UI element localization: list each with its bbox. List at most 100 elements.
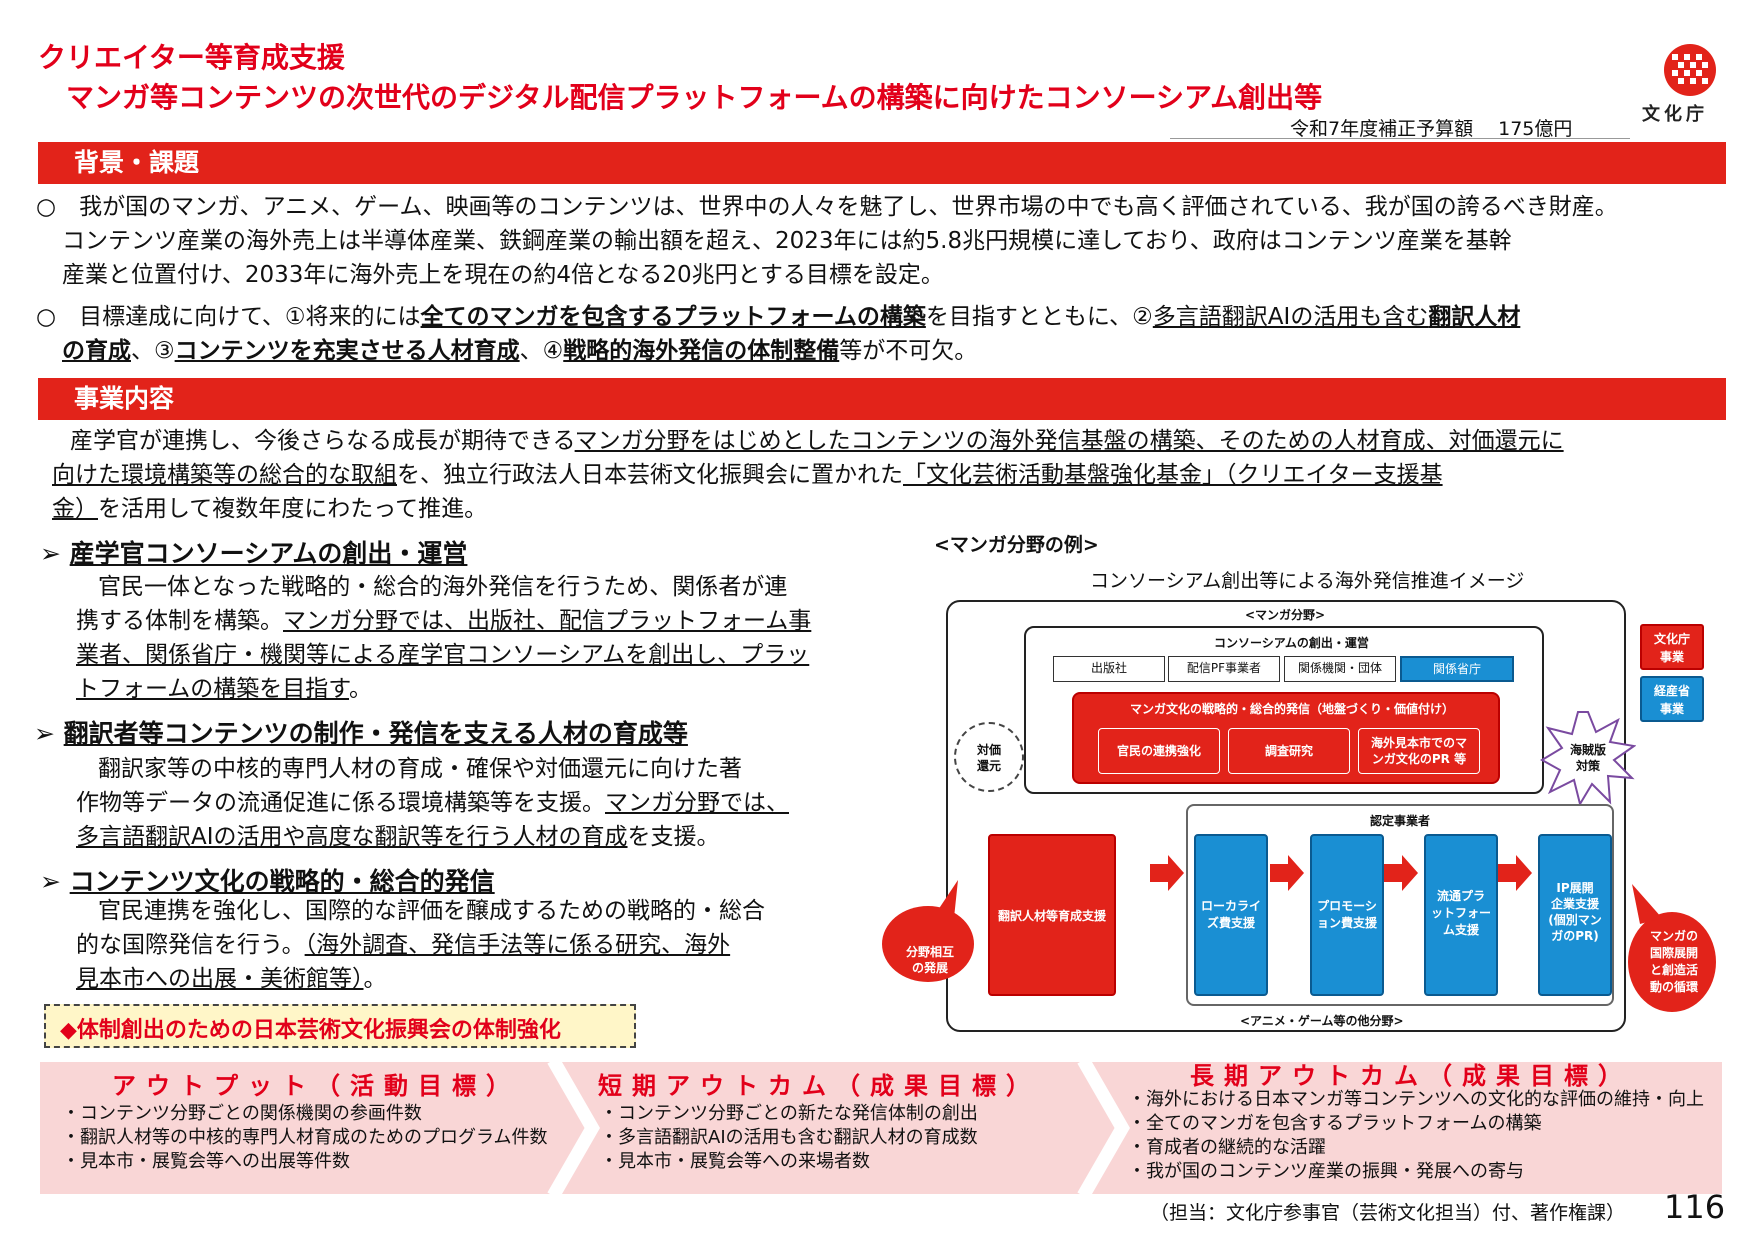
text-segment: マンガ分野では、出版社、配信プラットフォーム事 [283, 608, 812, 634]
business-item-heading-3: ➢ コンテンツ文化の戦略的・総合的発信 [40, 862, 495, 898]
piracy-label: 海賊版 対策 [1569, 743, 1606, 773]
value-return-circle: 対価 還元 [954, 722, 1024, 792]
text-segment: を支援。 [627, 824, 720, 850]
member-org: 関係機関・団体 [1284, 656, 1396, 682]
strategy-item-3: 海外見本市でのマ ンガ文化のPR 等 [1358, 728, 1480, 774]
flow-arrow-icon [1150, 855, 1184, 891]
text-segment: （海外調査、発信手法等に係る研究、海外 [304, 932, 731, 958]
outcome-chevrons [40, 1062, 1722, 1194]
flow-arrow-icon [1270, 855, 1304, 891]
list-item: ・見本市・展覧会等への出展等件数 [62, 1151, 350, 1172]
business-item-heading-2: ➢ 翻訳者等コンテンツの制作・発信を支える人材の育成等 [34, 714, 688, 750]
strategy-box [1072, 692, 1500, 784]
consortium-label: コンソーシアムの創出・運営 [1214, 636, 1369, 650]
bunkacho-logo: 文化庁 [1620, 40, 1730, 128]
mutual-speech-bubble-icon [882, 880, 974, 982]
item2-line1: 翻訳家等の中核的専門人材の育成・確保や対価還元に向けた著 [98, 756, 742, 782]
item2-line2: 作物等データの流通促進に係る環境構築等を支援。マンガ分野では、 [76, 786, 789, 820]
text-segment: ○ 目標達成に向けて、①将来的には [36, 304, 421, 330]
footer-contact: （担当：文化庁参事官（芸術文化担当）付、著作権課） [1150, 1202, 1626, 1224]
strategy-item-1: 官民の連携強化 [1098, 728, 1220, 774]
diagram-outer-frame [946, 600, 1626, 1032]
budget-amount: 令和7年度補正予算額 175億円 [1290, 118, 1573, 140]
list-item: ・海外における日本マンガ等コンテンツへの文化的な評価の維持・向上 [1128, 1089, 1704, 1110]
cycle-speech-bubble-icon [1628, 884, 1716, 1012]
arrow-bullet-icon: ➢ [34, 719, 64, 748]
member-publisher: 出版社 [1053, 656, 1165, 682]
text-segment: 見本市への出展・美術館等） [76, 966, 364, 992]
item3-line1: 官民連携を強化し、国際的な評価を醸成するための戦略的・総合 [98, 898, 765, 924]
text-segment: 携する体制を構築。 [76, 608, 283, 634]
text-segment: 作物等データの流通促進に係る環境構築等を支援。 [76, 790, 605, 816]
flow-localize-box: ローカライ ズ費支援 [1194, 834, 1268, 996]
list-item: ・育成者の継続的な活躍 [1128, 1137, 1326, 1158]
item3-line2: 的な国際発信を行う。（海外調査、発信手法等に係る研究、海外 [76, 928, 730, 962]
page-title-line2: マンガ等コンテンツの次世代のデジタル配信プラットフォームの構築に向けたコンソーシ… [66, 81, 1323, 114]
flow-arrow-icon [1384, 855, 1418, 891]
certified-label: 認定事業者 [1370, 814, 1431, 828]
mutual-label: 分野相互 の発展 [905, 945, 954, 975]
text-segment: を、独立行政法人日本芸術文化振興会に置かれた [397, 462, 903, 488]
business-intro-line1: 産学官が連携し、今後さらなる成長が期待できるマンガ分野をはじめとしたコンテンツの… [70, 424, 1564, 458]
text-segment: を目指すとともに、② [925, 304, 1153, 330]
strategy-title: マンガ文化の戦略的・総合的発信（地盤づくり・価値付け） [1130, 702, 1455, 716]
cycle-label: マンガの 国際展開 と創造活 動の循環 [1649, 929, 1698, 994]
text-segment: 。 [363, 966, 387, 992]
training-box: 翻訳人材等育成支援 [988, 834, 1116, 996]
business-intro-line3: 金）を活用して複数年度にわたって推進。 [52, 492, 487, 526]
item1-line3: 業者、関係省庁・機関等による産学官コンソーシアムを創出し、プラッ [76, 642, 810, 668]
flow-arrow-icon [1498, 855, 1532, 891]
arrow-bullet-icon: ➢ [40, 867, 70, 896]
piracy-burst-icon [1540, 711, 1636, 806]
short-outcome-title: 短期アウトカム（成果目標） [598, 1072, 1040, 1100]
logo-mark-icon [1664, 44, 1716, 96]
arrow-bullet-icon: ➢ [40, 539, 70, 568]
short-outcome-list: ・コンテンツ分野ごとの新たな発信体制の創出 ・多言語翻訳AIの活用も含む翻訳人材… [600, 1102, 978, 1174]
section-bar-business: 事業内容 [38, 378, 1726, 420]
text-segment: 翻訳人材 [1428, 304, 1521, 330]
list-item: ・全てのマンガを包含するプラットフォームの構築 [1128, 1113, 1542, 1134]
member-ministry: 関係省庁 [1400, 656, 1514, 682]
text-segment: を活用して複数年度にわたって推進。 [98, 496, 488, 522]
output-list: ・コンテンツ分野ごとの関係機関の参画件数 ・翻訳人材等の中核的専門人材育成のため… [62, 1102, 547, 1174]
text-segment: 。 [349, 676, 373, 702]
item1-line4: トフォームの構築を目指す。 [76, 672, 372, 706]
background-para1-line3: 産業と位置付け、2033年に海外売上を現在の約4倍となる20兆円とする目標を設定… [62, 262, 944, 288]
text-segment: の育成 [62, 338, 131, 364]
budget-underline [1170, 138, 1630, 139]
list-item: ・我が国のコンテンツ産業の振興・発展への寄与 [1128, 1161, 1524, 1182]
background-para2-line1: ○ 目標達成に向けて、①将来的には全てのマンガを包含するプラットフォームの構築を… [36, 300, 1520, 334]
business-intro-line2: 向けた環境構築等の総合的な取組を、独立行政法人日本芸術文化振興会に置かれた「文化… [52, 458, 1443, 492]
item1-line1: 官民一体となった戦略的・総合的海外発信を行うため、関係者が連 [98, 574, 788, 600]
background-para1-line2: コンテンツ産業の海外売上は半導体産業、鉄鋼産業の輸出額を超え、2023年には約5… [62, 228, 1512, 254]
certified-frame [1186, 804, 1614, 1006]
background-para1-line1: ○ 我が国のマンガ、アニメ、ゲーム、映画等のコンテンツは、世界中の人々を魅了し、… [36, 194, 1618, 220]
text-segment: 「文化芸術活動基盤強化基金」（クリエイター支援基 [903, 462, 1443, 488]
text-segment: コンテンツを充実させる人材育成 [174, 338, 520, 364]
consortium-frame [1024, 626, 1544, 794]
text-segment: 多言語翻訳AIの活用や高度な翻訳等を行う人材の育成 [76, 824, 628, 850]
list-item: ・見本市・展覧会等への来場者数 [600, 1151, 870, 1172]
text-segment: 産学官コンソーシアムの創出・運営 [69, 539, 468, 568]
text-segment: 戦略的海外発信の体制整備 [563, 338, 840, 364]
section-bar-background: 背景・課題 [38, 142, 1726, 184]
page-number: 116 [1664, 1188, 1726, 1226]
item3-line3: 見本市への出展・美術館等）。 [76, 962, 387, 996]
text-segment: 向けた環境構築等の総合的な取組 [52, 462, 397, 488]
item1-line2: 携する体制を構築。マンガ分野では、出版社、配信プラットフォーム事 [76, 604, 811, 638]
legend-keisan: 経産省 事業 [1640, 676, 1704, 722]
text-segment: 全てのマンガを包含するプラットフォームの構築 [420, 304, 926, 330]
text-segment: 多言語翻訳AIの活用も含む [1152, 304, 1429, 330]
item2-line3: 多言語翻訳AIの活用や高度な翻訳等を行う人材の育成を支援。 [76, 820, 720, 854]
text-segment: 翻訳者等コンテンツの制作・発信を支える人材の育成等 [63, 719, 688, 748]
business-item-heading-1: ➢ 産学官コンソーシアムの創出・運営 [40, 534, 467, 570]
list-item: ・コンテンツ分野ごとの新たな発信体制の創出 [600, 1103, 978, 1124]
text-segment: 等が不可欠。 [839, 338, 978, 364]
text-segment: マンガ分野では、 [605, 790, 789, 816]
flow-platform-box: 流通プラ ットフォー ム支援 [1424, 834, 1498, 996]
text-segment: 金） [52, 496, 98, 522]
diagram-bottom-label: <アニメ・ゲーム等の他分野> [1240, 1014, 1404, 1028]
diagram-top-label: <マンガ分野> [1245, 608, 1326, 622]
list-item: ・翻訳人材等の中核的専門人材育成のためのプログラム件数 [62, 1127, 548, 1148]
legend-bunka: 文化庁 事業 [1640, 624, 1704, 670]
